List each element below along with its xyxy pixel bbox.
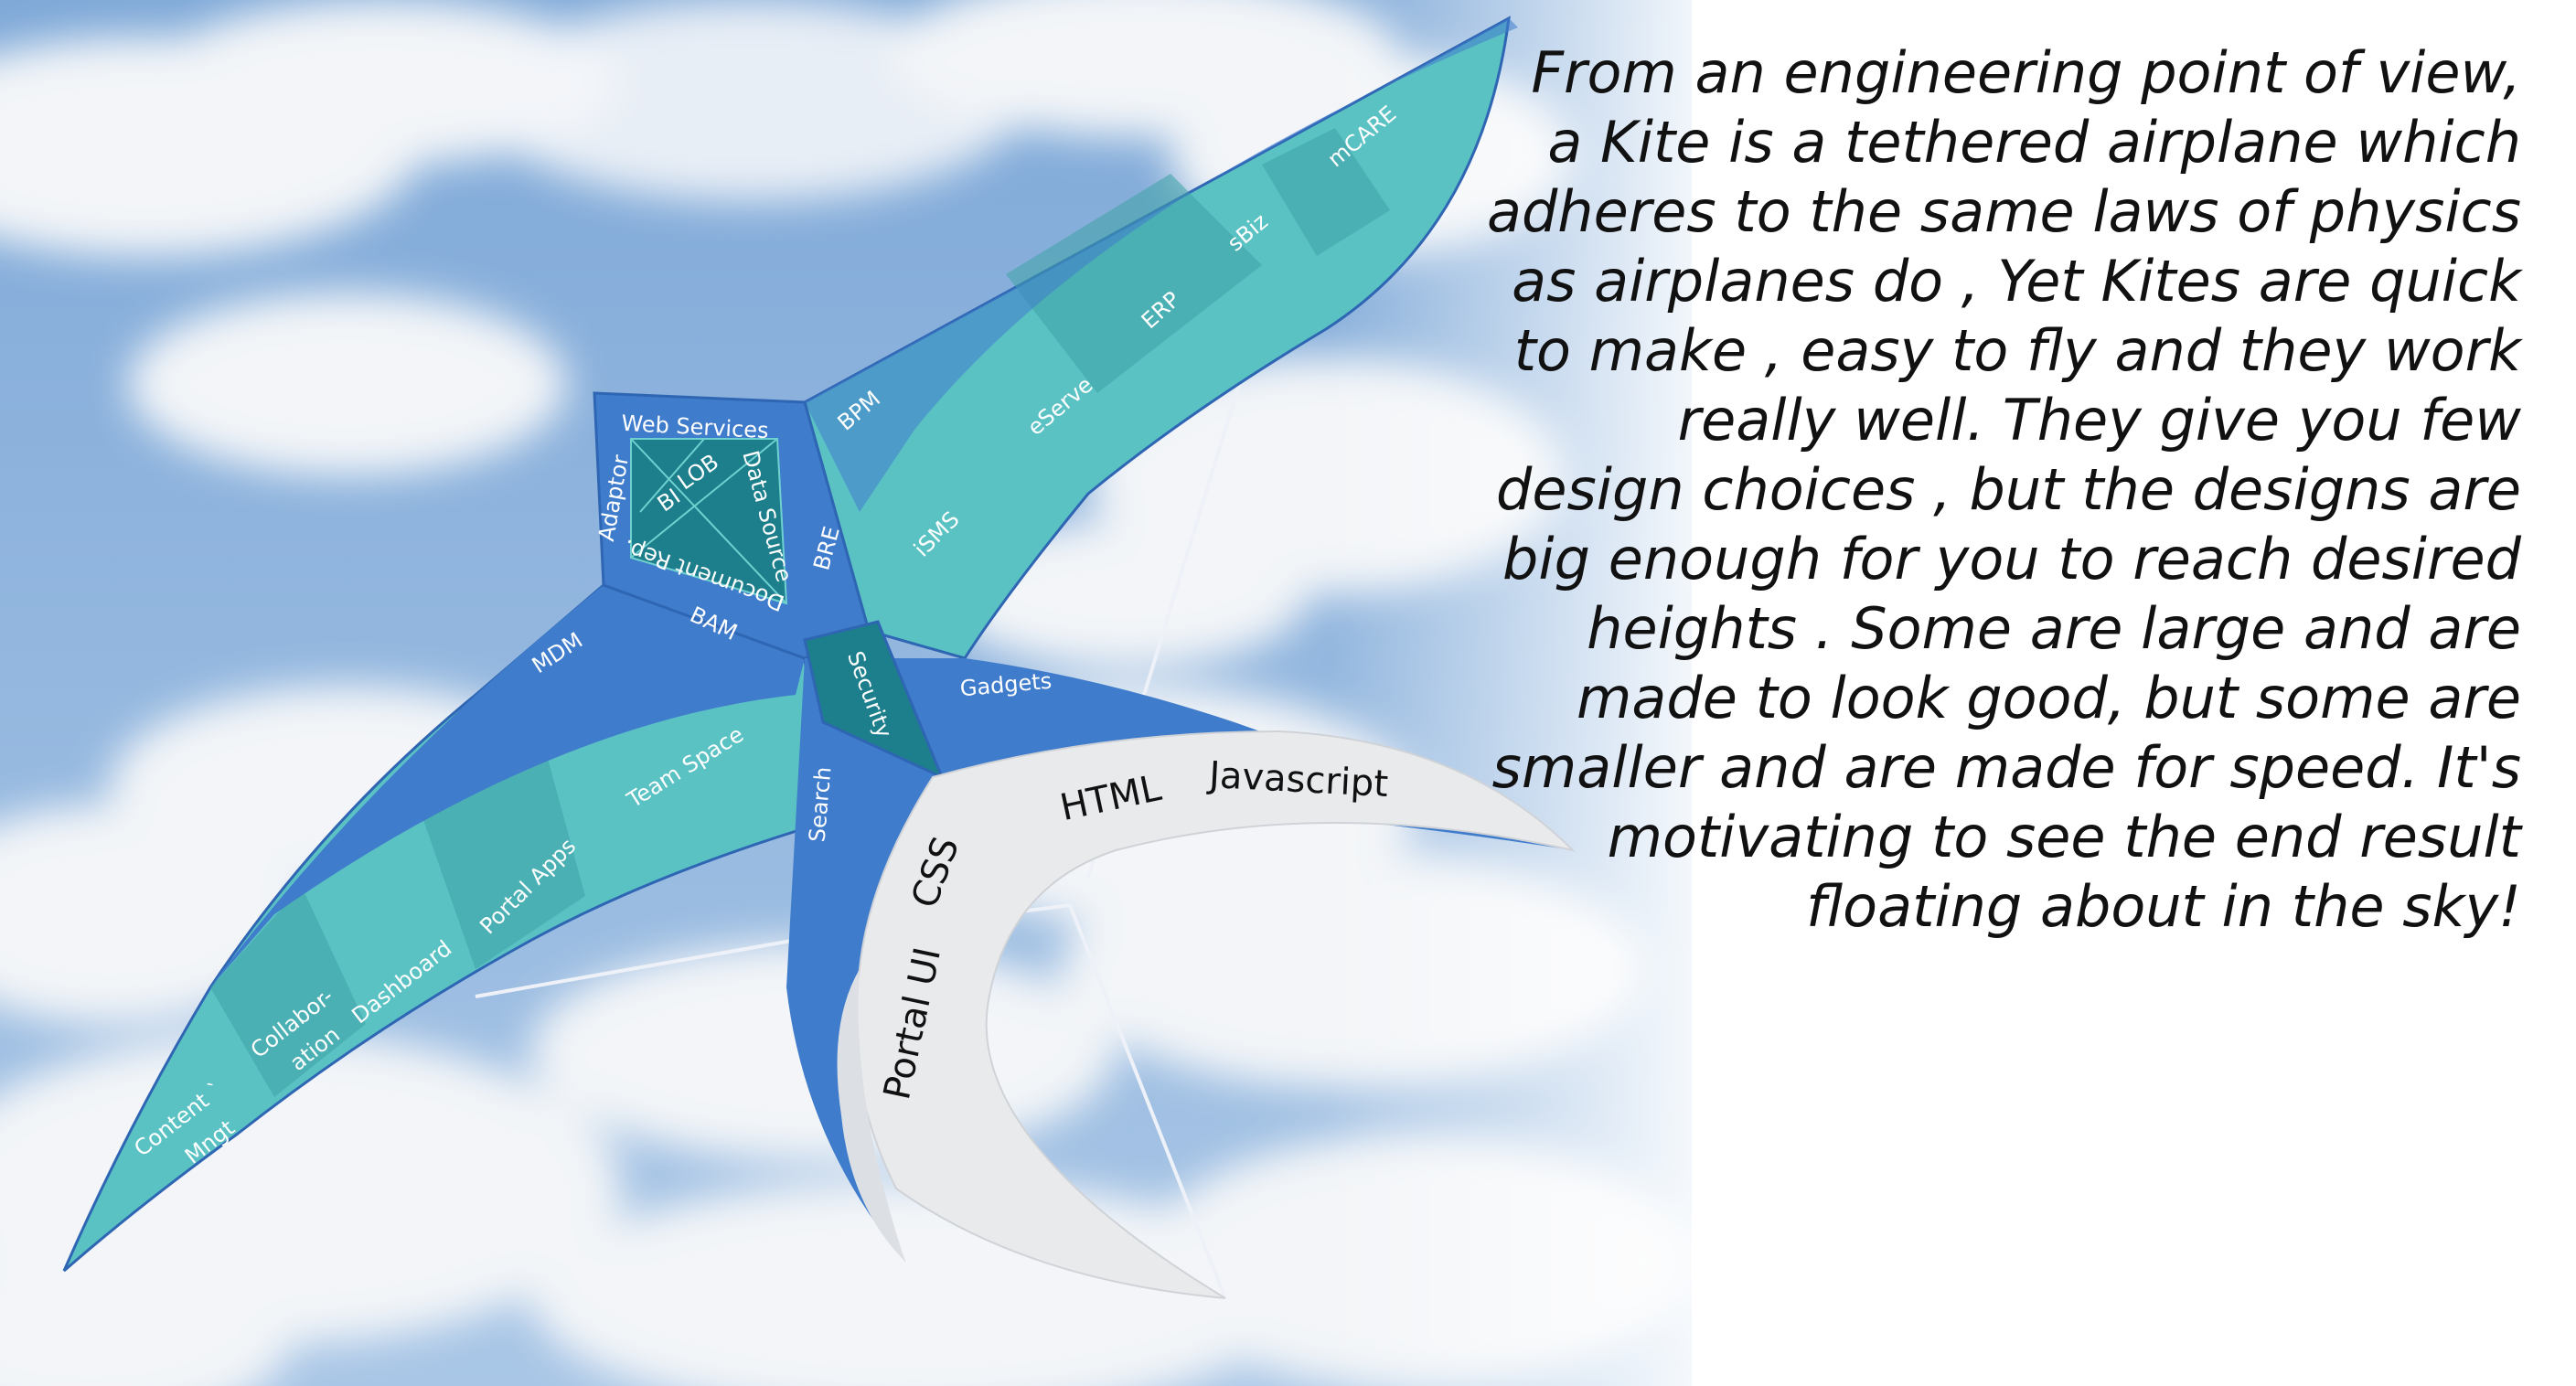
label-javascript: Javascript — [1205, 754, 1389, 805]
right-wing-edge — [805, 18, 1518, 512]
text-panel — [1692, 0, 2576, 1386]
left-wing — [62, 583, 825, 1273]
head-inner-lines — [630, 438, 787, 604]
kite-quote: From an engineering point of view, a Kit… — [1486, 39, 2521, 940]
left-wing-edge — [210, 585, 805, 987]
tail-lower-flap — [837, 969, 905, 1262]
